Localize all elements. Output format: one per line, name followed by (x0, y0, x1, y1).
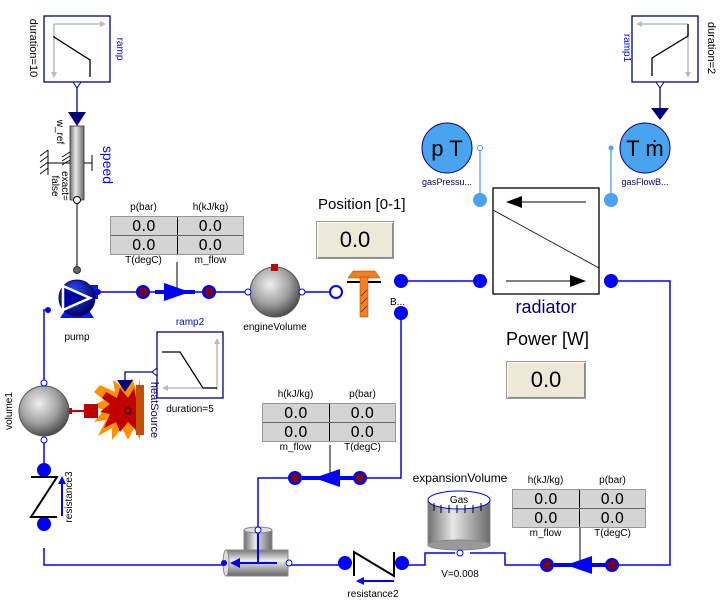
sensor2-label-p: p(bar) (349, 389, 376, 400)
sensor3-label-h: h(kJ/kg) (527, 475, 564, 486)
sensor2-mflow-value: 0.0 (263, 423, 330, 441)
position-display: 0.0 (316, 221, 394, 259)
speed-param-false: false (49, 175, 60, 197)
radiator-label: radiator (515, 297, 576, 317)
heat-source[interactable]: heatSource (66, 378, 160, 440)
sensor1-flow[interactable] (136, 283, 216, 301)
sensor3-mflow-value: 0.0 (513, 509, 580, 527)
ramp-block[interactable]: ramp duration=10 (27, 15, 125, 89)
expansion-volume-param: V=0.008 (441, 569, 479, 580)
expansion-volume-label: expansionVolume (413, 471, 508, 485)
volume1[interactable]: volume1 (4, 379, 70, 444)
ramp-label: ramp (114, 38, 125, 61)
heat-source-label: heatSource (148, 382, 160, 438)
sensor2-table: h(kJ/kg) p(bar) 0.0 0.0 0.0 0.0 m_flow T… (262, 389, 396, 453)
gas-flow-label: gasFlowB... (621, 177, 668, 187)
radiator[interactable]: radiator (473, 187, 618, 317)
gas-pressure-sensor[interactable]: p T gasPressu... (421, 122, 483, 187)
pump[interactable]: pump (45, 266, 101, 344)
ramp1-block[interactable]: ramp1 duration=2 (621, 15, 717, 120)
ramp2-param: duration=5 (166, 404, 214, 415)
position-caption: Position [0-1] (318, 196, 406, 213)
volume1-label: volume1 (4, 392, 15, 430)
sensor1-label-t: T(degC) (125, 255, 162, 266)
valve-label: B... (390, 297, 405, 308)
gas-flow-boundary[interactable]: T ṁ gasFlowB... (608, 122, 671, 187)
sensor1-label-p: p(bar) (130, 202, 157, 213)
sensor2-flow[interactable] (288, 469, 367, 487)
engine-volume-label: engineVolume (243, 322, 307, 333)
sensor1-p-value: 0.0 (111, 217, 178, 235)
sensor2-label-h: h(kJ/kg) (277, 389, 314, 400)
resistance2[interactable]: resistance2 (338, 550, 409, 600)
power-caption: Power [W] (506, 329, 590, 349)
sensor1-mflow-value: 0.0 (198, 236, 223, 254)
ramp1-label: ramp1 (621, 34, 632, 63)
expansion-volume[interactable]: expansionVolume Gas V=0.008 (413, 471, 508, 580)
ramp1-param: duration=2 (705, 22, 717, 74)
power-display: 0.0 (506, 361, 586, 399)
speed-param-exact: exact= (59, 171, 70, 201)
gas-pressure-label: gasPressu... (422, 177, 472, 187)
ramp2-block[interactable]: ramp2 duration=5 (151, 317, 224, 415)
gas-label: Gas (450, 495, 468, 506)
sensor1-t-value: 0.0 (111, 236, 178, 254)
pump-label: pump (64, 332, 89, 343)
gas-flow-glyph: T ṁ (626, 136, 663, 161)
sensor3-label-t: T(degC) (594, 528, 631, 539)
thermostat-valve[interactable]: B... (329, 270, 408, 320)
resistance3[interactable]: resistance3 (29, 463, 75, 531)
tee-junction[interactable] (221, 526, 293, 577)
sensor3-table: h(kJ/kg) p(bar) 0.0 0.0 0.0 0.0 m_flow T… (512, 475, 646, 539)
speed-input-label: w_ref (54, 119, 65, 145)
speed-label: speed (100, 146, 116, 184)
gas-sensor-lines (479, 148, 612, 200)
sensor2-h-value: 0.0 (263, 404, 330, 422)
sensor3-label-mflow: m_flow (529, 528, 562, 539)
resistance3-label: resistance3 (64, 471, 75, 523)
sensor3-h-value: 0.0 (513, 490, 580, 508)
sensor3-flow[interactable] (540, 556, 619, 574)
engine-volume[interactable]: engineVolume (243, 264, 307, 333)
gas-pressure-glyph: p T (431, 136, 462, 161)
sensor1-label-h: h(kJ/kg) (192, 202, 229, 213)
sensor1-h-value: 0.0 (198, 217, 223, 235)
ramp2-label: ramp2 (176, 317, 205, 328)
sensor2-t-value: 0.0 (350, 423, 375, 441)
sensor2-p-value: 0.0 (350, 404, 375, 422)
speed-block[interactable]: speed w_ref exact= false (39, 112, 116, 204)
sensor3-p-value: 0.0 (600, 490, 625, 508)
sensor2-label-t: T(degC) (344, 442, 381, 453)
sensor-signal-lines (76, 200, 581, 565)
ramp-param: duration=10 (27, 19, 39, 77)
sensor1-label-mflow: m_flow (194, 255, 227, 266)
sensor3-label-p: p(bar) (599, 475, 626, 486)
sensor2-label-mflow: m_flow (279, 442, 312, 453)
sensor3-t-value: 0.0 (600, 509, 625, 527)
sensor1-table: p(bar) h(kJ/kg) 0.0 0.0 0.0 0.0 T(degC) … (110, 202, 244, 266)
resistance2-label: resistance2 (347, 589, 399, 600)
